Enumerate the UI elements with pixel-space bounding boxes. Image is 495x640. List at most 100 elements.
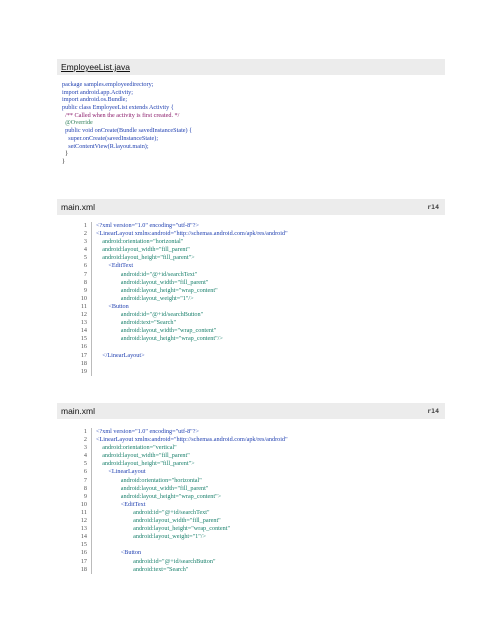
line-number: 13 bbox=[68, 525, 92, 534]
line-number: 1 bbox=[68, 428, 92, 437]
xml-file-title-2: main.xml bbox=[61, 406, 96, 416]
xml-code-text bbox=[92, 360, 96, 368]
line-number: 16 bbox=[68, 343, 92, 352]
line-number: 7 bbox=[68, 476, 92, 485]
xml-code-row: 7 android:id="@+id/searchText" bbox=[68, 270, 288, 279]
xml-code-text: android:layout_height="wrap_content"> bbox=[96, 492, 222, 500]
line-number: 15 bbox=[68, 335, 92, 344]
xml-code-text: android:id="@+id/searchText" bbox=[96, 508, 210, 516]
xml-code-row: 1 <?xml version="1.0" encoding="utf-8"?> bbox=[68, 222, 288, 231]
xml-code-row: 18 android:text="Search" bbox=[68, 565, 288, 574]
xml-code-text: android:layout_height="wrap_content" bbox=[96, 286, 218, 294]
xml-code-row: 1 <?xml version="1.0" encoding="utf-8"?> bbox=[68, 428, 288, 437]
xml-code-text bbox=[92, 541, 96, 549]
xml-code-text: android:layout_weight="1"/> bbox=[96, 533, 206, 541]
xml-code-text: android:layout_width="fill_parent" bbox=[96, 484, 209, 492]
line-number: 17 bbox=[68, 351, 92, 360]
xml-code-text: <LinearLayout bbox=[96, 468, 146, 476]
line-number: 11 bbox=[68, 508, 92, 518]
java-code-line: } bbox=[62, 150, 69, 158]
xml-code-row: 4 android:layout_width="fill_parent" bbox=[68, 246, 288, 255]
xml-code-text: android:id="@+id/searchText" bbox=[96, 270, 198, 278]
xml-code-text: <?xml version="1.0" encoding="utf-8"?> bbox=[96, 428, 199, 435]
java-code-block: package samples.employeedirectory;import… bbox=[62, 81, 192, 166]
xml-file-header-2: main.xml r14 bbox=[57, 403, 445, 419]
line-number: 12 bbox=[68, 311, 92, 320]
xml-code-row: 19 bbox=[68, 367, 288, 376]
xml-code-text: <?xml version="1.0" encoding="utf-8"?> bbox=[96, 222, 199, 229]
java-file-header: EmployeeList.java bbox=[57, 59, 445, 75]
line-number: 7 bbox=[68, 270, 92, 279]
line-number: 6 bbox=[68, 468, 92, 477]
xml-code-row: 5 android:layout_height="fill_parent"> bbox=[68, 254, 288, 263]
line-number: 2 bbox=[68, 230, 92, 239]
xml-code-text: android:orientation="horizontal" bbox=[96, 476, 202, 484]
xml-code-row: 6 <EditText bbox=[68, 262, 288, 271]
line-number: 2 bbox=[68, 436, 92, 445]
line-number: 11 bbox=[68, 302, 92, 312]
xml-code-row: 12 android:id="@+id/searchButton" bbox=[68, 311, 288, 320]
xml-code-row: 11 <Button bbox=[68, 302, 288, 312]
xml-file-header-1: main.xml r14 bbox=[57, 199, 445, 215]
xml-code-text: </LinearLayout> bbox=[96, 351, 145, 359]
xml-code-row: 9 android:layout_height="wrap_content"> bbox=[68, 492, 288, 501]
xml-code-row: 14 android:layout_weight="1"/> bbox=[68, 533, 288, 542]
xml-code-text: <EditText bbox=[96, 500, 146, 508]
line-number: 13 bbox=[68, 319, 92, 328]
xml-code-row: 3 android:orientation="horizontal" bbox=[68, 238, 288, 247]
java-code-line: @Override bbox=[62, 119, 93, 127]
xml-code-row: 9 android:layout_height="wrap_content" bbox=[68, 286, 288, 295]
xml-code-row: 16 bbox=[68, 343, 288, 352]
java-code-line: super.onCreate(savedInstanceState); bbox=[62, 134, 159, 142]
line-number: 8 bbox=[68, 484, 92, 493]
xml-code-text: <Button bbox=[96, 302, 129, 310]
line-number: 19 bbox=[68, 367, 92, 376]
xml-code-row: 13 android:layout_height="wrap_content" bbox=[68, 525, 288, 534]
xml-code-text: android:orientation="vertical" bbox=[96, 444, 177, 452]
line-number: 18 bbox=[68, 565, 92, 574]
xml-code-row: 3 android:orientation="vertical" bbox=[68, 444, 288, 453]
xml-code-text: android:layout_height="fill_parent"> bbox=[96, 460, 195, 468]
java-code-line: setContentView(R.layout.main); bbox=[62, 142, 149, 150]
xml-code-row: 16 <Button bbox=[68, 549, 288, 558]
xml-code-row: 10 <EditText bbox=[68, 500, 288, 509]
xml-code-block-1: 1<?xml version="1.0" encoding="utf-8"?>2… bbox=[68, 222, 288, 376]
xml-code-text: android:layout_height="wrap_content" bbox=[96, 525, 230, 533]
xml-code-row: 11 android:id="@+id/searchText" bbox=[68, 508, 288, 518]
line-number: 12 bbox=[68, 517, 92, 526]
java-code-line: public void onCreate(Bundle savedInstanc… bbox=[62, 127, 193, 135]
revision-badge-1: r14 bbox=[427, 203, 439, 211]
xml-code-text: android:layout_weight="1"/> bbox=[96, 294, 194, 302]
xml-code-text: <EditText bbox=[96, 262, 134, 270]
line-number: 6 bbox=[68, 262, 92, 271]
xml-code-text bbox=[92, 343, 96, 351]
java-file-title[interactable]: EmployeeList.java bbox=[61, 62, 130, 72]
java-code-line: /** Called when the activity is first cr… bbox=[62, 111, 180, 119]
xml-code-row: 2<LinearLayout xmlns:android="http://sch… bbox=[68, 230, 288, 239]
line-number: 16 bbox=[68, 549, 92, 558]
xml-code-row: 17 android:id="@+id/searchButton" bbox=[68, 557, 288, 566]
line-number: 4 bbox=[68, 452, 92, 461]
xml-code-row: 17 </LinearLayout> bbox=[68, 351, 288, 360]
line-number: 14 bbox=[68, 533, 92, 542]
java-code-line: import android.os.Bundle; bbox=[62, 96, 128, 104]
xml-code-text: <LinearLayout xmlns:android="http://sche… bbox=[96, 436, 288, 444]
line-number: 1 bbox=[68, 222, 92, 231]
line-number: 9 bbox=[68, 286, 92, 295]
line-number: 18 bbox=[68, 359, 92, 368]
xml-code-text: android:text="Search" bbox=[96, 565, 189, 573]
xml-code-text: android:layout_width="wrap_content" bbox=[96, 327, 217, 335]
line-number: 5 bbox=[68, 460, 92, 469]
xml-code-row: 8 android:layout_width="fill_parent" bbox=[68, 278, 288, 287]
xml-code-row: 6 <LinearLayout bbox=[68, 468, 288, 477]
java-code-line: import android.app.Activity; bbox=[62, 88, 133, 96]
xml-code-row: 5 android:layout_height="fill_parent"> bbox=[68, 460, 288, 469]
xml-code-row: 4 android:layout_width="fill_parent" bbox=[68, 452, 288, 461]
xml-code-text: android:layout_height="fill_parent"> bbox=[96, 254, 195, 262]
xml-code-row: 2 <LinearLayout xmlns:android="http://sch… bbox=[68, 436, 288, 445]
xml-code-text: android:layout_width="fill_parent" bbox=[96, 517, 221, 525]
line-number: 10 bbox=[68, 294, 92, 303]
line-number: 5 bbox=[68, 254, 92, 263]
xml-code-text: android:layout_height="wrap_content"/> bbox=[96, 335, 223, 343]
